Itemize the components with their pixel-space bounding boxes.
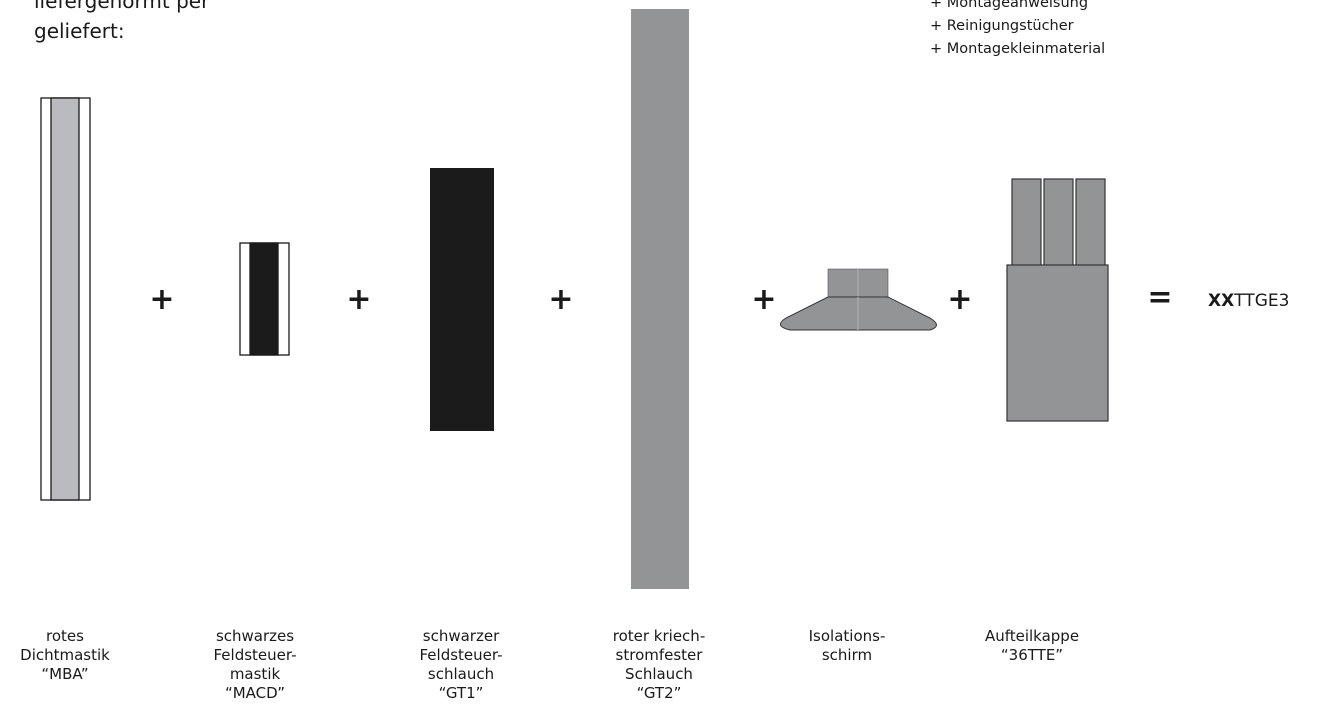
label-mba-line-2: Dichtmastik <box>20 646 110 664</box>
plus-sign-3: + <box>548 282 574 317</box>
plus-sign-5: + <box>947 282 973 317</box>
intro-line-1: liefergenormt per <box>34 0 210 13</box>
result-product-code: XXTTGE3 <box>1208 290 1289 312</box>
plus-sign-2: + <box>346 282 372 317</box>
plus-sign-1: + <box>149 282 175 317</box>
gt2-shape <box>631 9 689 589</box>
label-macd-line-4: “MACD” <box>224 684 286 702</box>
label-gt1: schwarzer Feldsteuer- schlauch “GT1” <box>386 627 536 703</box>
label-macd-line-2: Feldsteuer- <box>213 646 297 664</box>
label-macd: schwarzes Feldsteuer- mastik “MACD” <box>180 627 330 703</box>
label-macd-line-3: mastik <box>229 665 281 683</box>
label-gt1-line-1: schwarzer <box>422 627 500 645</box>
extras-item-cleaning-wipes: + Reinigungstücher <box>930 18 1074 34</box>
result-prefix: XX <box>1208 291 1235 311</box>
plus-sign-4: + <box>751 282 777 317</box>
label-mba-line-3: “MBA” <box>41 665 89 683</box>
label-gt2-line-3: Schlauch <box>625 665 693 683</box>
intro-text: liefergenormt per geliefert: <box>34 0 334 46</box>
result-suffix: TTGE3 <box>1234 291 1290 311</box>
label-gt2-line-4: “GT2” <box>636 684 682 702</box>
label-mba-line-1: rotes <box>46 627 84 645</box>
label-aufteilkappe-line-1: Aufteilkappe <box>984 627 1080 645</box>
label-aufteilkappe: Aufteilkappe “36TTE” <box>957 627 1107 665</box>
macd-shape <box>239 242 290 356</box>
aufteilkappe-shape <box>1006 178 1109 422</box>
extras-list: + Montageanweisung + Reinigungstücher + … <box>930 0 1105 61</box>
label-gt2-line-1: roter kriech- <box>612 627 706 645</box>
mba-shape <box>40 97 91 501</box>
label-gt2-line-2: stromfester <box>615 646 703 664</box>
label-mba: rotes Dichtmastik “MBA” <box>0 627 140 684</box>
isolationsschirm-shape <box>779 268 937 331</box>
label-gt1-line-3: schlauch <box>427 665 495 683</box>
label-gt1-line-2: Feldsteuer- <box>419 646 503 664</box>
extras-item-instructions: + Montageanweisung <box>930 0 1089 11</box>
label-gt2: roter kriech- stromfester Schlauch “GT2” <box>584 627 734 703</box>
intro-line-2: geliefert: <box>34 19 125 43</box>
label-macd-line-1: schwarzes <box>215 627 295 645</box>
equals-sign: = <box>1147 280 1173 315</box>
label-isolationsschirm-line-2: schirm <box>821 646 873 664</box>
label-isolationsschirm: Isolations- schirm <box>772 627 922 665</box>
gt1-shape <box>430 168 494 431</box>
extras-item-small-material: + Montagekleinmaterial <box>930 41 1106 57</box>
label-aufteilkappe-line-2: “36TTE” <box>1000 646 1064 664</box>
label-gt1-line-4: “GT1” <box>438 684 484 702</box>
label-isolationsschirm-line-1: Isolations- <box>808 627 886 645</box>
